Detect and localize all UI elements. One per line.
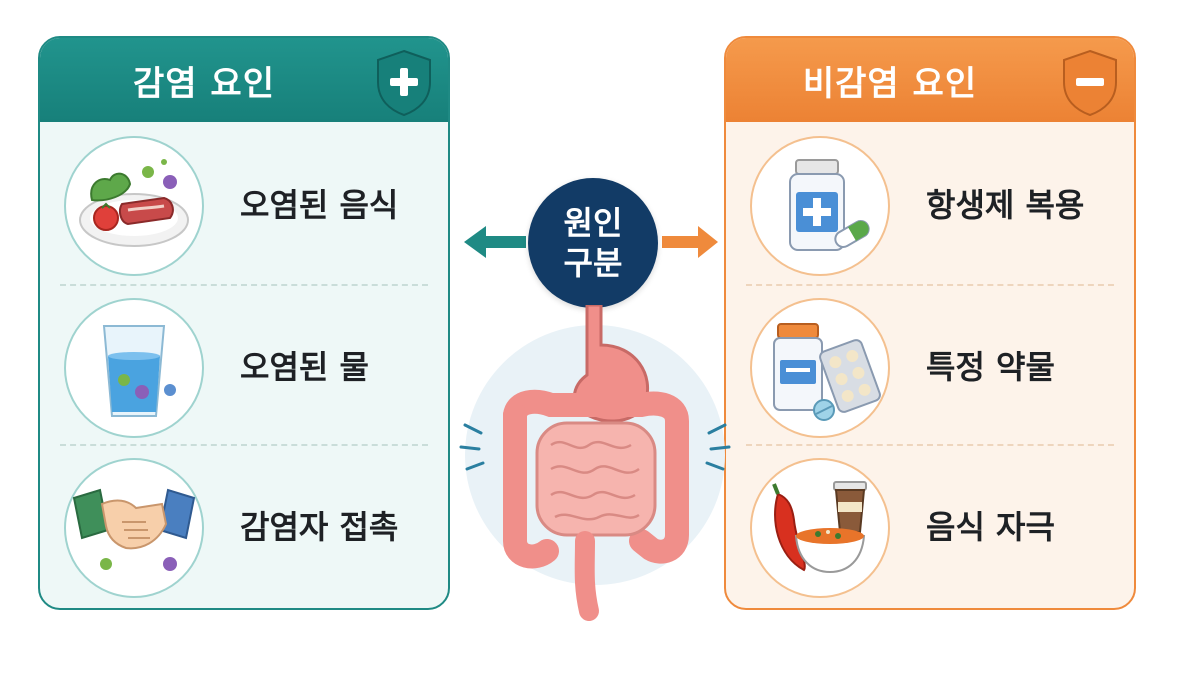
spicy-food-icon	[750, 458, 890, 598]
list-item-contaminated-water: 오염된 물	[40, 284, 448, 444]
item-label: 특정 약물	[926, 348, 1055, 386]
antibiotic-bottle-icon	[750, 136, 890, 276]
infection-factors-panel: 감염 요인 오염된 음식	[38, 36, 450, 610]
cause-classification-badge: 원인 구분	[528, 178, 658, 308]
shield-minus-icon	[1063, 49, 1117, 117]
digestive-system-illustration	[455, 303, 735, 625]
divider	[746, 444, 1114, 446]
badge-line-2: 구분	[563, 244, 623, 282]
contaminated-food-icon	[64, 136, 204, 276]
contaminated-water-icon	[64, 298, 204, 438]
list-item-specific-drugs: 특정 약물	[726, 284, 1134, 444]
medication-icon	[750, 298, 890, 438]
divider	[746, 284, 1114, 286]
list-item-infected-contact: 감염자 접촉	[40, 444, 448, 604]
divider	[60, 444, 428, 446]
item-label: 음식 자극	[926, 508, 1055, 546]
arrow-right-icon	[662, 226, 718, 258]
shield-plus-icon	[377, 49, 431, 117]
list-item-antibiotics: 항생제 복용	[726, 122, 1134, 282]
divider	[60, 284, 428, 286]
list-item-contaminated-food: 오염된 음식	[40, 122, 448, 282]
item-label: 오염된 음식	[240, 186, 399, 224]
item-label: 감염자 접촉	[240, 508, 399, 546]
handshake-icon	[64, 458, 204, 598]
arrow-left-icon	[464, 226, 526, 258]
item-label: 오염된 물	[240, 348, 369, 386]
non-infection-factors-panel: 비감염 요인 항생제 복용	[724, 36, 1136, 610]
list-item-food-irritation: 음식 자극	[726, 444, 1134, 604]
badge-line-1: 원인	[563, 204, 623, 242]
item-label: 항생제 복용	[926, 186, 1085, 224]
